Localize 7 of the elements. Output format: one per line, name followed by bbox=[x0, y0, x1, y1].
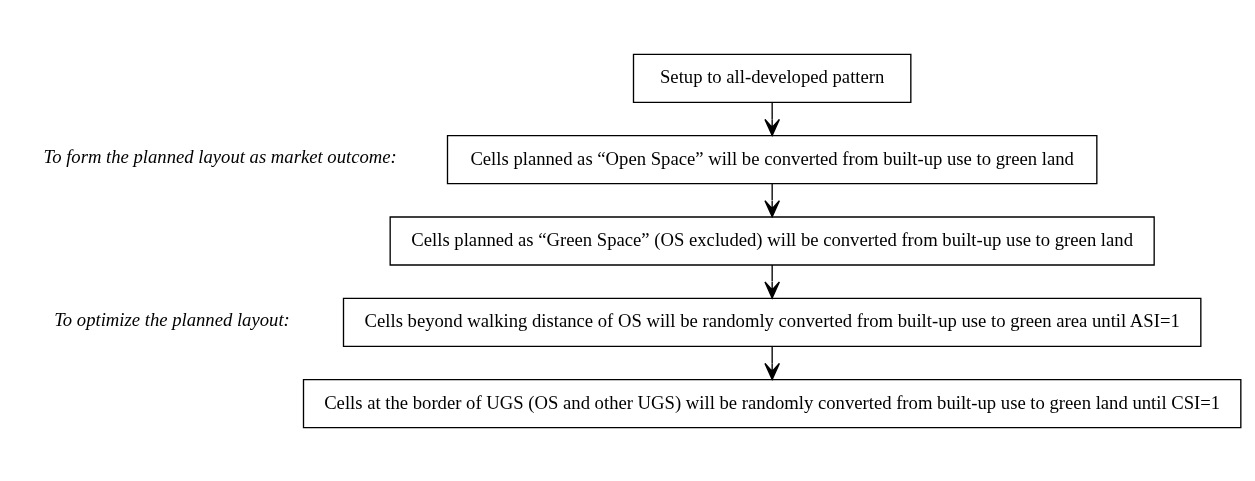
node-box: Cells planned as “Green Space” (OS excluded) will be converted from built-up use to green land bbox=[389, 215, 1155, 266]
node-box: Cells at the border of UGS (OS and other UGS) will be randomly converted from built-up use to green land until CSI=1 bbox=[302, 378, 1242, 428]
node-box: Cells beyond walking distance of OS will be randomly converted from built-up use to green area until ASI=1 bbox=[342, 297, 1202, 347]
node-box: Setup to all-developed pattern bbox=[632, 53, 912, 103]
label: To form the planned layout as market outcome: bbox=[43, 145, 397, 167]
label: To optimize the planned layout: bbox=[54, 308, 290, 330]
node-box: Cells planned as “Open Space” will be converted from built-up use to green land bbox=[446, 134, 1098, 184]
